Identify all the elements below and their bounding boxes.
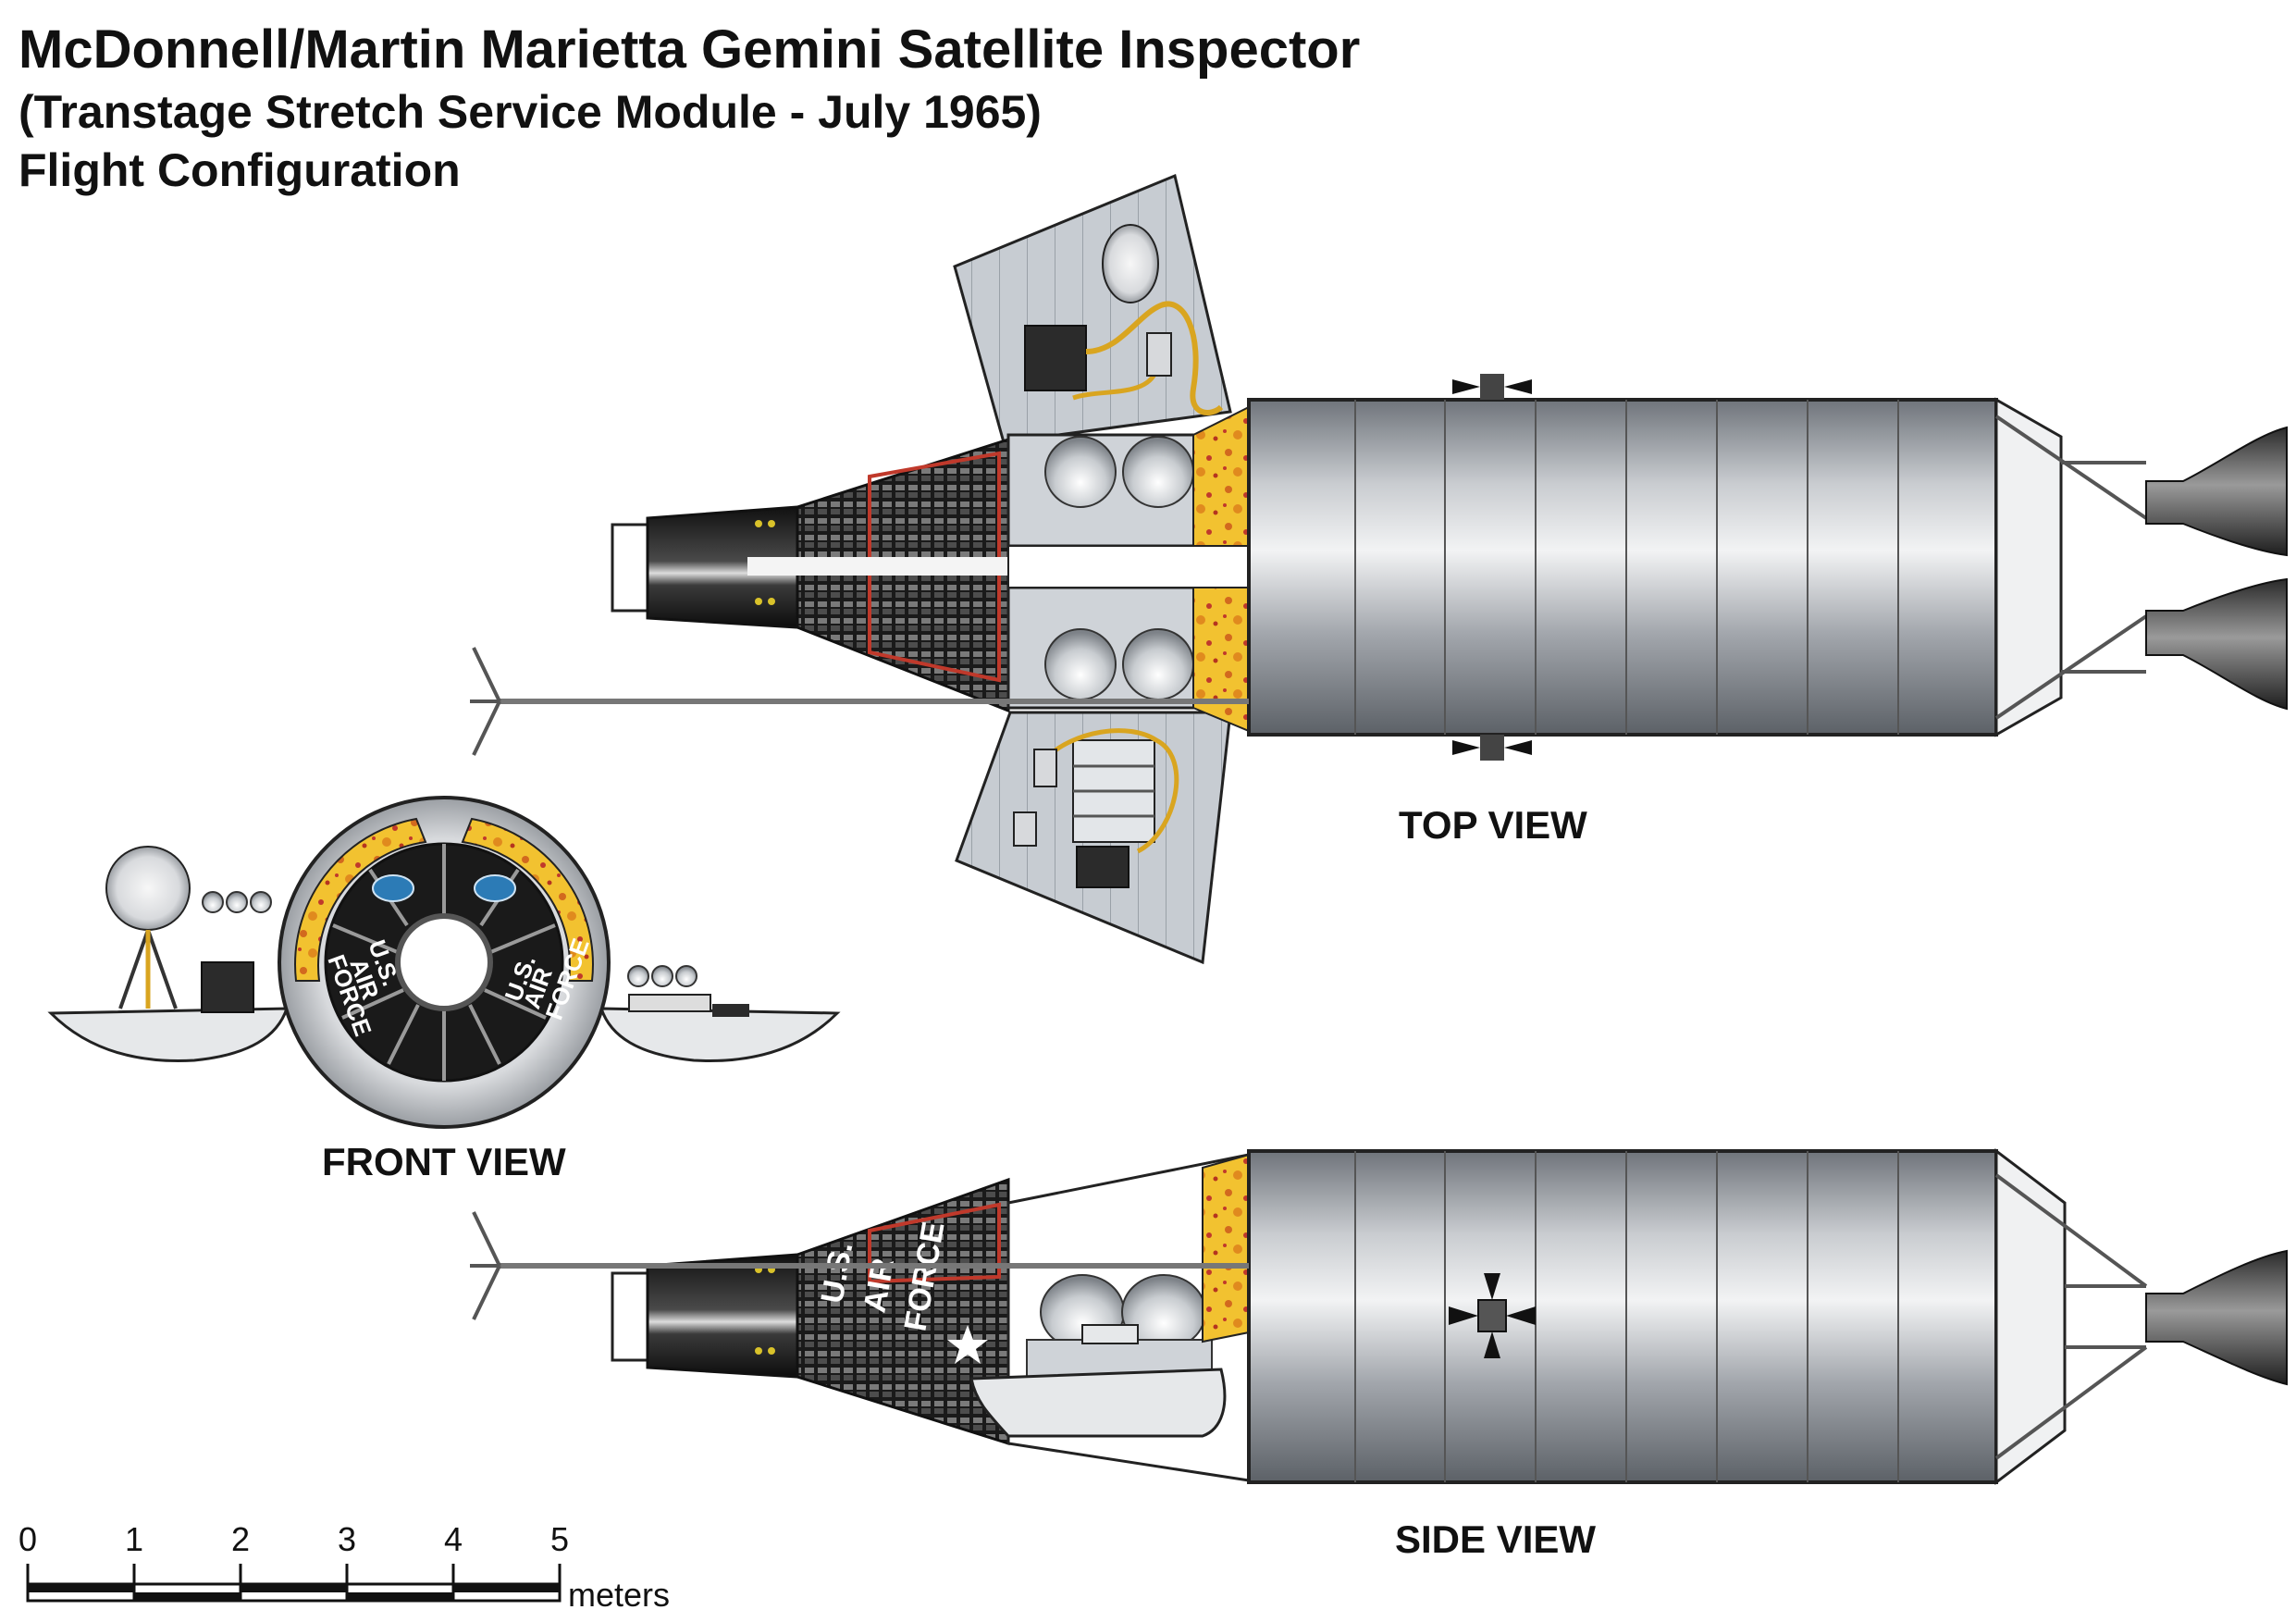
propellant-tank bbox=[1044, 436, 1117, 508]
attitude-thruster bbox=[1449, 1273, 1536, 1358]
propellant-tank bbox=[1122, 436, 1194, 508]
gemini-capsule-side: U.S. AIR FORCE bbox=[611, 1177, 1010, 1446]
engine-nozzle bbox=[2145, 426, 2288, 557]
docking-adapter-ring bbox=[395, 913, 493, 1011]
side-view: U.S. AIR FORCE bbox=[470, 1147, 2288, 1486]
insulation-foam bbox=[1192, 587, 1250, 733]
equipment-tray-right bbox=[599, 1007, 841, 1062]
transtage-body-top bbox=[1247, 374, 1998, 761]
scale-segment bbox=[347, 1592, 453, 1601]
top-view bbox=[470, 173, 2288, 965]
scale-unit-label: meters bbox=[568, 1576, 670, 1614]
lower-equipment-wing bbox=[955, 711, 1232, 965]
transtage-body-side bbox=[1247, 1149, 1998, 1484]
propellant-tank bbox=[1044, 628, 1117, 700]
equipment-tray bbox=[969, 1368, 1227, 1438]
side-view-label: SIDE VIEW bbox=[1395, 1517, 1597, 1561]
engine-nozzle bbox=[2145, 577, 2288, 711]
equipment-tray-left bbox=[47, 1007, 290, 1062]
docking-probe-side bbox=[470, 1211, 1249, 1320]
upper-equipment-wing bbox=[953, 173, 1232, 444]
adapter-section-side bbox=[969, 1153, 1251, 1482]
antenna-dish bbox=[1102, 224, 1159, 303]
hatch-window bbox=[372, 874, 414, 902]
insulation-foam bbox=[1192, 405, 1250, 547]
diagram-title: McDonnell/Martin Marietta Gemini Satelli… bbox=[19, 19, 1361, 80]
scale-tick-2: 2 bbox=[231, 1520, 250, 1558]
scale-tick-3: 3 bbox=[338, 1520, 356, 1558]
adapter-section-top bbox=[1006, 405, 1251, 733]
scale-segment bbox=[134, 1592, 241, 1601]
docking-probe-top bbox=[470, 647, 1249, 756]
title-block: McDonnell/Martin Marietta Gemini Satelli… bbox=[19, 20, 1360, 196]
insulation-foam bbox=[461, 817, 594, 982]
insignia-star-icon bbox=[947, 1325, 988, 1364]
aft-engine-section-top bbox=[1994, 397, 2288, 737]
antenna-dish bbox=[105, 846, 191, 931]
aft-engine-section-side bbox=[1994, 1147, 2288, 1486]
wiring-harness bbox=[1085, 301, 1224, 415]
attitude-thruster bbox=[1452, 374, 1532, 400]
scale-segment bbox=[241, 1584, 347, 1592]
cabin-window-outline bbox=[868, 451, 1001, 683]
front-view-label: FRONT VIEW bbox=[322, 1140, 566, 1183]
hatch-window bbox=[474, 874, 516, 902]
insulation-foam bbox=[1202, 1153, 1250, 1343]
scale-segment bbox=[453, 1584, 560, 1592]
scale-tick-4: 4 bbox=[444, 1520, 463, 1558]
propellant-tank bbox=[1122, 628, 1194, 700]
front-view: U.S. AIR FORCE U.S. AIR FORCE bbox=[47, 796, 841, 1129]
insulation-foam bbox=[294, 817, 427, 982]
diagram-subtitle: (Transtage Stretch Service Module - July… bbox=[19, 85, 1042, 138]
equipment-box bbox=[1076, 846, 1129, 888]
engine-nozzle bbox=[2145, 1249, 2288, 1386]
attitude-thruster bbox=[1452, 735, 1532, 761]
scale-bar: 0 1 2 3 4 5 meters bbox=[19, 1520, 670, 1614]
scale-segment bbox=[28, 1584, 134, 1592]
scale-tick-1: 1 bbox=[125, 1520, 143, 1558]
top-view-label: TOP VIEW bbox=[1399, 803, 1587, 847]
equipment-box bbox=[201, 961, 254, 1013]
gemini-capsule-top bbox=[611, 437, 1016, 713]
scale-tick-0: 0 bbox=[19, 1520, 37, 1558]
diagram-configuration: Flight Configuration bbox=[19, 143, 461, 196]
scale-tick-5: 5 bbox=[550, 1520, 569, 1558]
equipment-box bbox=[1024, 325, 1087, 391]
